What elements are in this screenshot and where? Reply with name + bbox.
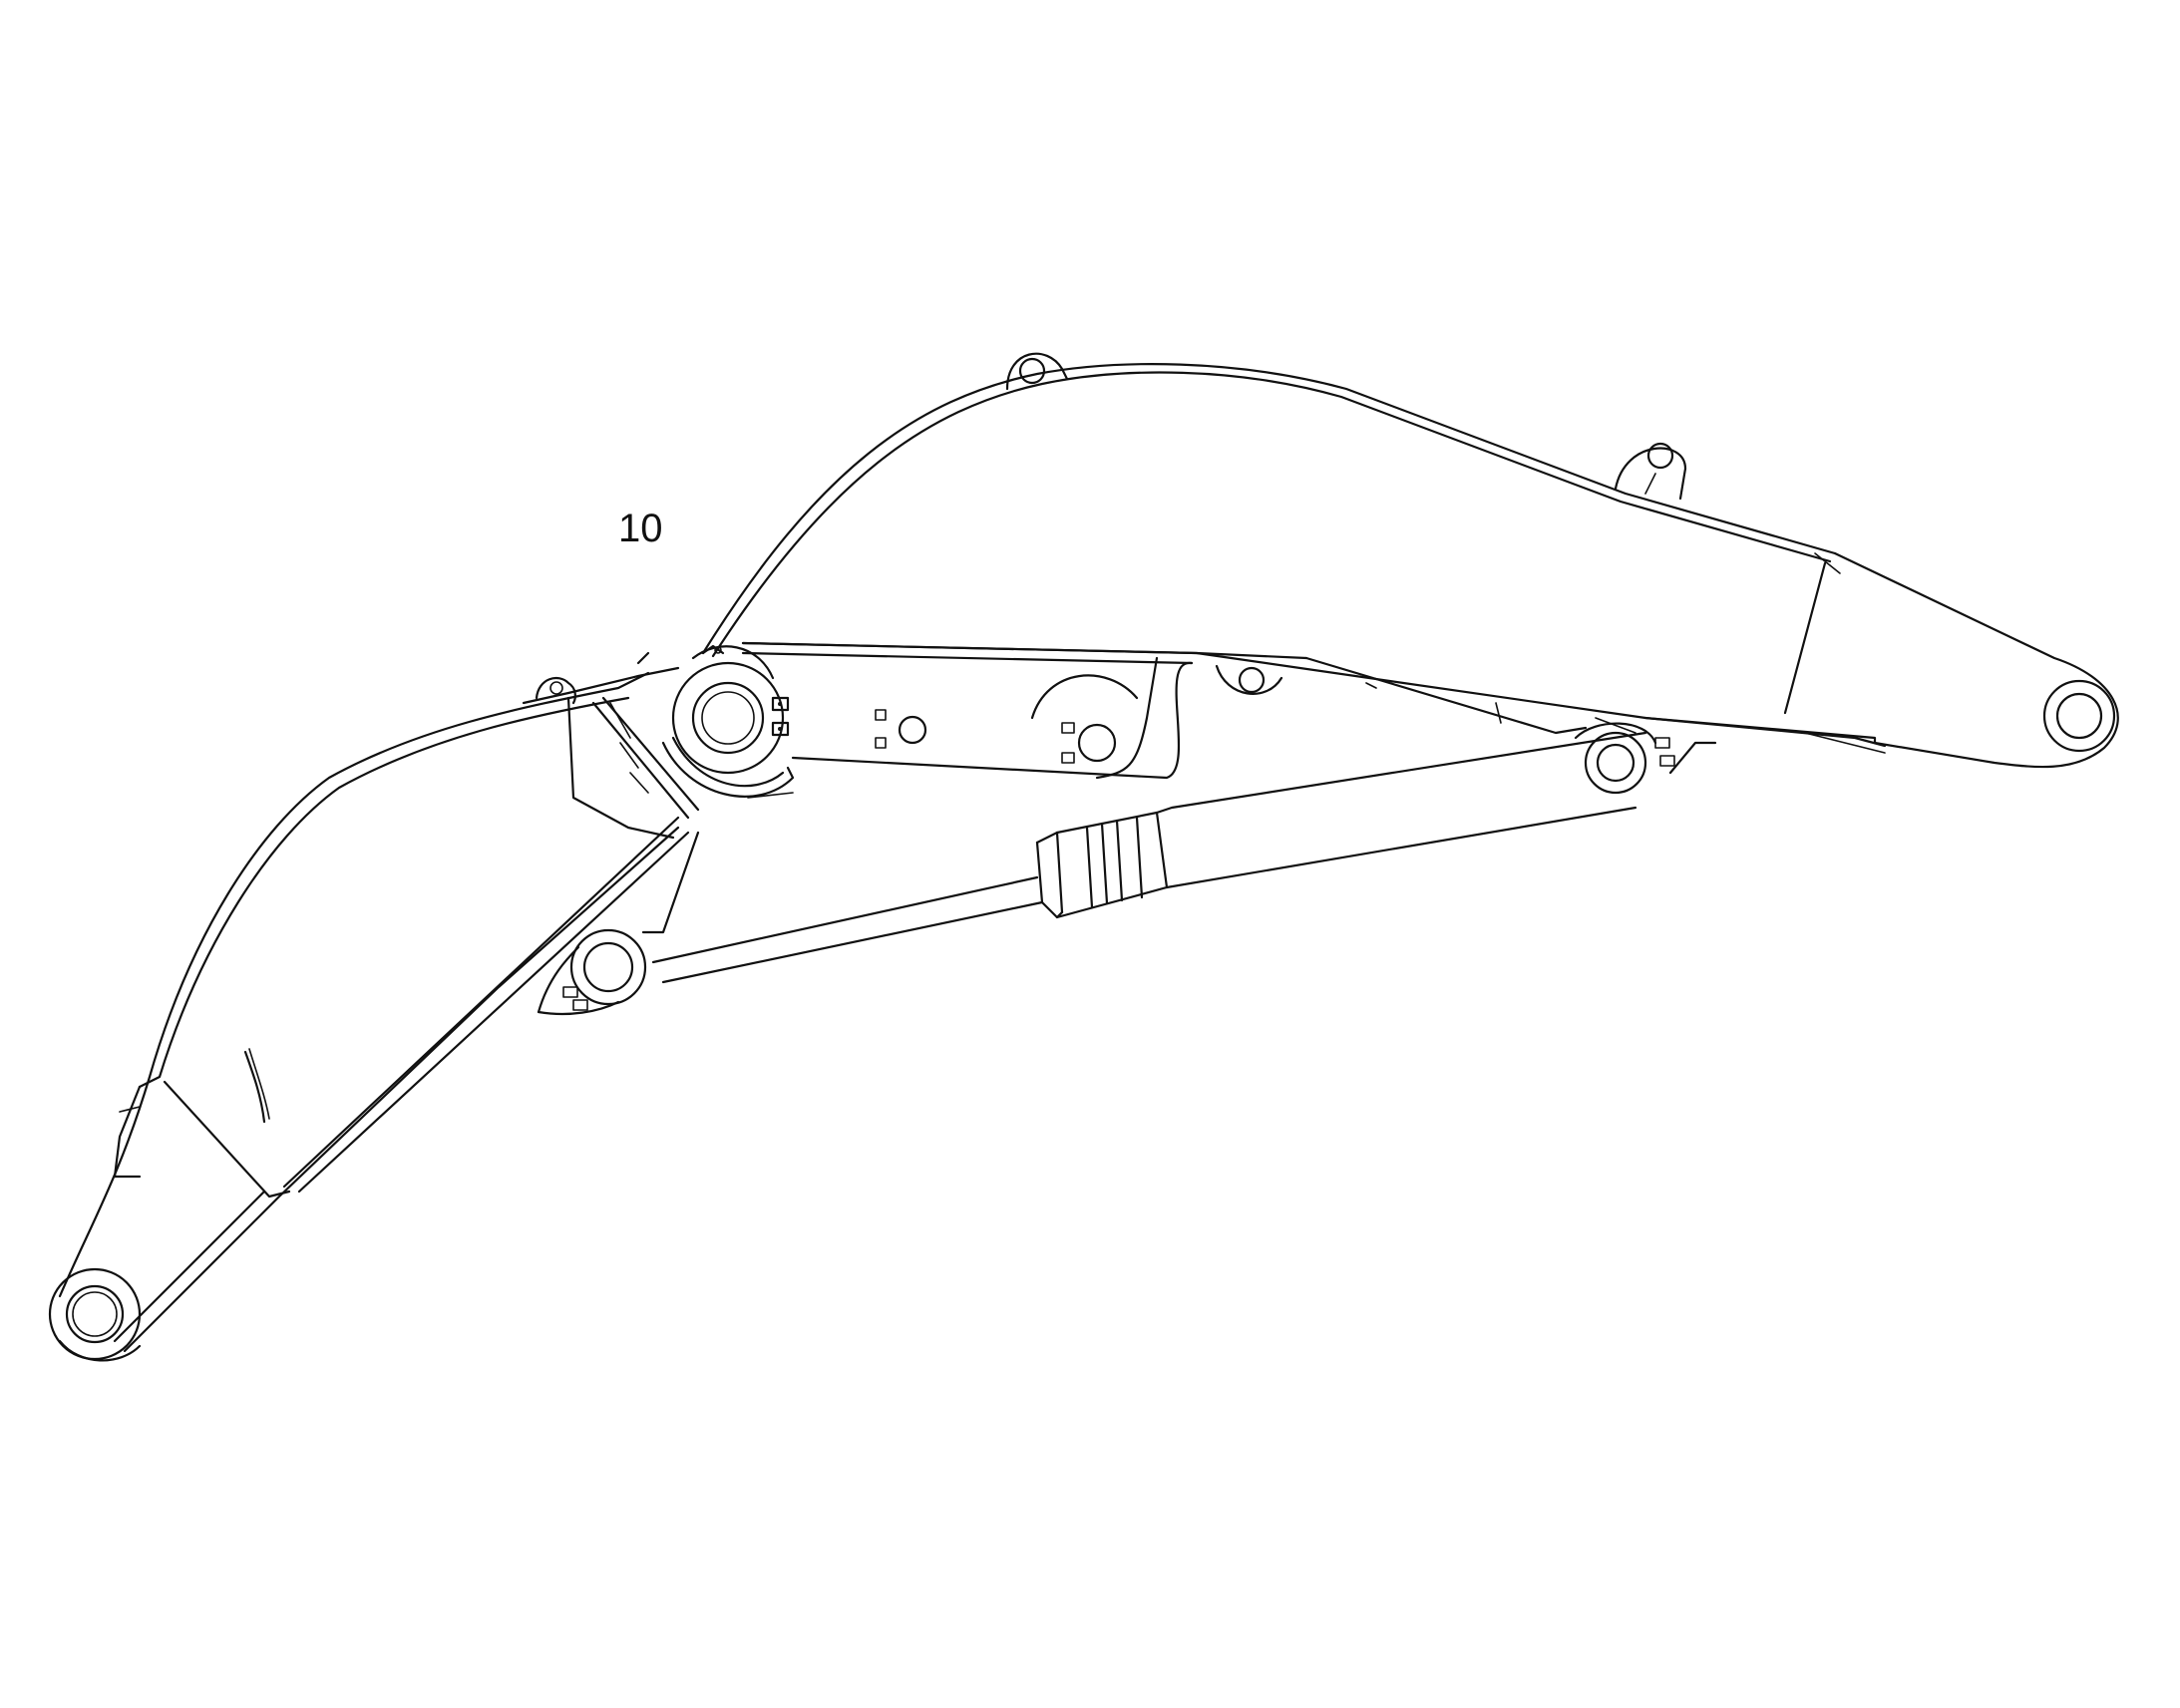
knuckle-tab: [701, 644, 725, 655]
callout-number: 10: [618, 507, 663, 550]
inner-side-plate: [741, 641, 1502, 780]
center-knuckle: [522, 645, 795, 840]
upper-boom-section: [701, 352, 2119, 769]
lower-boom-section: [48, 671, 690, 1362]
hydraulic-cylinder: [537, 656, 1717, 1016]
